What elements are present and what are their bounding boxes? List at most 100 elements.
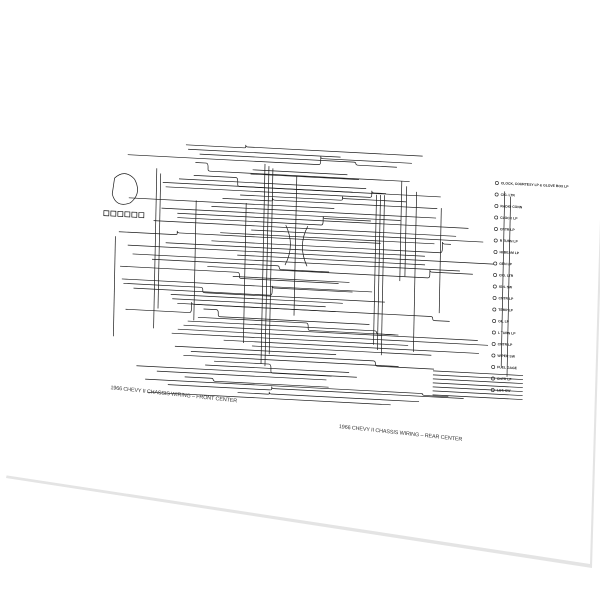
- component-label: CIG. LTR: [499, 273, 514, 278]
- lamp-socket-icon: [494, 227, 498, 231]
- wire: [190, 351, 434, 370]
- component-label: L TURN LP: [498, 331, 516, 336]
- splice-arc: [284, 224, 291, 266]
- wire: [161, 207, 401, 221]
- lamp-socket-icon: [491, 365, 496, 369]
- wire: [185, 144, 423, 157]
- wire: [177, 302, 450, 322]
- wire: [147, 391, 391, 406]
- connector: [117, 210, 124, 217]
- wire: [251, 229, 484, 243]
- connector: [103, 210, 110, 217]
- lamp-socket-icon: [494, 192, 499, 197]
- component-label: WIPER SW: [497, 354, 515, 359]
- lamp-socket-icon: [493, 273, 497, 277]
- wire: [151, 258, 330, 273]
- wire-bundle: [500, 191, 506, 367]
- wire-bundle: [506, 196, 511, 377]
- terminal-wire: [432, 394, 523, 400]
- wire: [252, 169, 348, 176]
- lamp-socket-icon: [491, 330, 496, 335]
- wire-bundle: [438, 208, 442, 314]
- wire: [123, 282, 385, 303]
- wire: [165, 186, 387, 198]
- wire: [156, 370, 327, 381]
- component-label: R TURN LP: [500, 239, 519, 244]
- wire: [205, 364, 350, 373]
- wire: [127, 244, 494, 265]
- wire: [162, 181, 353, 193]
- wire: [177, 328, 489, 346]
- wire: [220, 232, 435, 245]
- lamp-socket-icon: [492, 307, 497, 312]
- fuse-block: [111, 173, 138, 205]
- lamp-socket-icon: [492, 296, 497, 300]
- component-label: CIG. LTR: [501, 193, 516, 198]
- wire: [177, 216, 371, 226]
- wire-bundle: [380, 195, 385, 356]
- splice-arc: [302, 226, 309, 267]
- lamp-socket-icon: [494, 204, 499, 208]
- component-label: CLOCK LP: [500, 216, 518, 221]
- terminal-wire: [432, 378, 523, 384]
- wire: [232, 276, 350, 283]
- wire: [174, 345, 337, 355]
- component-label: CNTR LP: [497, 377, 512, 382]
- component-label: CLOCK, COURTESY LP & GLOVE BOX LP: [501, 181, 569, 189]
- component-label: OIL LP: [498, 319, 510, 324]
- component-label: GEN LP: [499, 262, 512, 267]
- wire: [170, 294, 343, 304]
- terminal-wire: [433, 370, 524, 376]
- wire-bundle: [264, 166, 270, 367]
- wire-bundle: [373, 194, 377, 345]
- terminal-wire: [432, 382, 523, 388]
- component-label: LGT. SW: [497, 388, 512, 393]
- component-label: CNTR LP: [499, 296, 514, 301]
- lamp-socket-icon: [494, 215, 499, 220]
- wire: [125, 302, 336, 313]
- wire: [251, 345, 432, 356]
- wire: [183, 324, 478, 341]
- terminal-wire: [432, 386, 523, 392]
- lamp-socket-icon: [493, 261, 498, 266]
- lamp-socket-icon: [491, 353, 496, 358]
- wire: [195, 162, 410, 182]
- wire: [240, 194, 407, 203]
- wire-bundle: [153, 168, 158, 329]
- wire-bundle: [113, 236, 116, 337]
- wiring-diagram: CLOCK, COURTESY LP & GLOVE BOX LP CIG. LT…: [103, 144, 569, 443]
- component-label: FUEL GAGE: [497, 365, 518, 370]
- wire: [199, 153, 397, 168]
- wire: [128, 197, 335, 209]
- wire: [183, 354, 399, 367]
- wire: [188, 148, 341, 158]
- lamp-socket-icon: [494, 181, 499, 185]
- wire-bundle: [404, 186, 408, 277]
- wire-bundle: [260, 163, 266, 364]
- wire-bundle: [293, 175, 298, 316]
- connector: [110, 210, 117, 217]
- wire-bundle: [413, 191, 417, 352]
- connector: [124, 211, 131, 218]
- wire: [211, 206, 437, 219]
- component-label: TEMP LP: [498, 308, 513, 313]
- wire-bundle: [268, 168, 274, 355]
- wire: [237, 391, 420, 403]
- component-label: IGN. SW: [499, 285, 513, 290]
- wire: [133, 285, 353, 296]
- wire: [167, 384, 464, 399]
- lamp-socket-icon: [490, 388, 495, 392]
- component-label: HI BEAM LP: [499, 250, 519, 255]
- lamp-socket-icon: [493, 238, 498, 243]
- wire-bundle: [157, 173, 162, 309]
- wire: [184, 376, 329, 388]
- terminal-wire: [432, 374, 523, 380]
- wire: [223, 339, 479, 354]
- wire: [207, 266, 473, 279]
- lamp-socket-icon: [491, 342, 496, 346]
- component-label: RADIO CONN: [500, 204, 522, 209]
- wire: [118, 230, 381, 244]
- wire: [145, 378, 449, 398]
- component-label: CNTR LP: [500, 227, 515, 232]
